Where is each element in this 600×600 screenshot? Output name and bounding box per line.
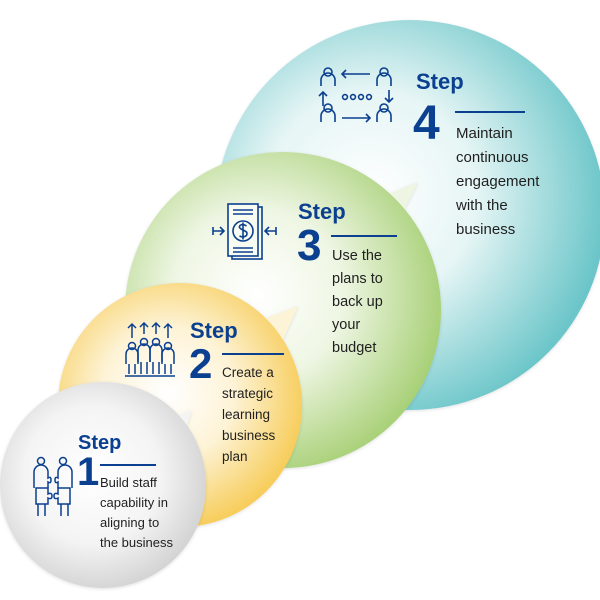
step-3-number: 3 (297, 221, 322, 270)
step-3-desc-line: Use the (332, 248, 382, 264)
step-3-desc-line: plans to (332, 271, 383, 287)
step-3-desc-line: back up (332, 294, 383, 310)
step-1-desc-line: the business (100, 535, 173, 550)
team-growth-icon (124, 321, 176, 383)
step-1-number: 1 (77, 450, 100, 494)
step-4-desc-line: engagement (456, 173, 540, 190)
step-3-desc-line: budget (332, 340, 377, 356)
budget-document-icon (212, 203, 278, 268)
step-1-desc-line: Build staff (100, 475, 157, 490)
step-4-desc-line: with the (456, 197, 508, 214)
step-1-description: Build staff capability in aligning to th… (100, 473, 173, 553)
step-4-description: Maintain continuous engagement with the … (456, 122, 539, 242)
step-4-divider (455, 111, 525, 113)
step-2-heading: Step (190, 318, 238, 343)
step-3-divider (331, 235, 397, 237)
step-3-desc-line: your (332, 317, 361, 333)
step-4-number: 4 (413, 97, 440, 150)
step-2-desc-line: plan (222, 449, 248, 464)
step-2-desc-line: Create a (222, 365, 274, 380)
step-3-heading: Step (298, 199, 346, 224)
step-2-desc-line: strategic (222, 386, 274, 401)
step-2-desc-line: business (222, 428, 276, 443)
bubble-step-1 (0, 382, 206, 588)
step-4-desc-line: continuous (456, 149, 529, 166)
step-1-divider (100, 464, 156, 466)
step-1-desc-line: aligning to (100, 515, 160, 530)
step-4-desc-line: Maintain (456, 125, 513, 142)
step-4-heading: Step (416, 69, 464, 94)
step-4-desc-line: business (456, 221, 516, 238)
step-2-description: Create a strategic learning business pla… (222, 362, 275, 467)
team-puzzle-icon (31, 456, 75, 523)
step-1-heading: Step (78, 432, 122, 454)
step-1-desc-line: capability in (100, 495, 168, 510)
step-2-desc-line: learning (222, 407, 271, 422)
step-3-description: Use the plans to back up your budget (332, 245, 383, 360)
step-2-number: 2 (189, 340, 213, 387)
step-2-divider (222, 353, 284, 355)
engagement-cycle-icon (318, 66, 398, 133)
